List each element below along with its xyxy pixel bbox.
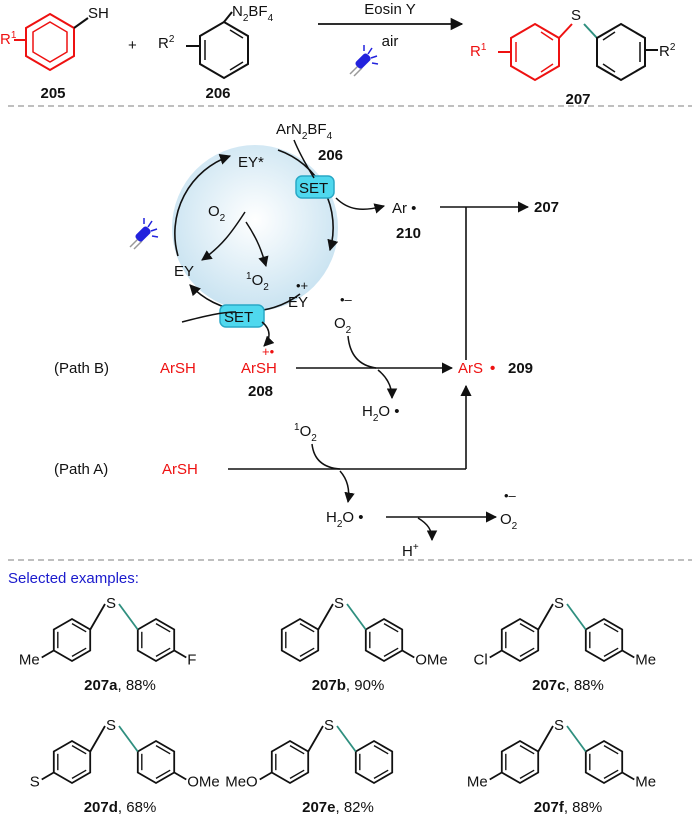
mechanism-diagram: EY* EY EY •+ O2 1O2 SET SET ArN2BF4 206 … <box>54 121 559 560</box>
hydroperoxyl-label-a: H2O • <box>326 509 364 530</box>
example-sulfur-label: S <box>554 717 564 734</box>
example-sulfur-label: S <box>554 595 564 612</box>
example-207a: S Me F 207a, 88% <box>19 595 197 694</box>
compound-206-label: 206 <box>205 85 230 102</box>
product-r1-label: R1 <box>470 42 487 60</box>
product-sulfur-label: S <box>571 7 581 24</box>
aryl-radical-out-arrow <box>335 197 386 214</box>
superoxide-product-charge: •– <box>504 488 517 503</box>
example-label: 207d, 68% <box>84 799 157 816</box>
set-highlight-top <box>295 175 335 199</box>
thiol-structure-205: SH R1 <box>0 5 109 72</box>
path-a-singlet-oxygen-label: 1O2 <box>294 422 317 444</box>
product-r2-label: R2 <box>659 42 676 60</box>
example-right-substituent: OMe <box>187 774 220 791</box>
compound-208-label: 208 <box>248 383 273 400</box>
aryl-radical-label: Ar • <box>392 200 416 217</box>
thiol-radical-cation-charge: +• <box>262 344 275 359</box>
example-left-substituent: Me <box>467 774 488 791</box>
mechanism-207-label: 207 <box>534 199 559 216</box>
thiol-sh-label: SH <box>88 5 109 22</box>
superoxide-label: O2 <box>334 315 352 336</box>
example-left-substituent: Me <box>19 652 40 669</box>
mechanism-diazonium-label: ArN2BF4 <box>276 121 333 142</box>
path-b-thiol-label: ArSH <box>160 360 196 377</box>
singlet-oxygen-in-arrow <box>311 443 341 470</box>
reagent-air: air <box>382 33 399 50</box>
example-207b: S OMe 207b, 90% <box>280 595 448 694</box>
example-207c: S Cl Me 207c, 88% <box>474 595 657 694</box>
example-right-substituent: F <box>187 652 196 669</box>
reaction-equation: SH R1 205 + N2BF4 R2 206 Eosin Y air <box>0 1 676 108</box>
example-207e: S MeO 207e, 82% <box>225 717 394 816</box>
example-sulfur-label: S <box>324 717 334 734</box>
eosin-excited-label: EY* <box>238 154 264 171</box>
product-structure-207: S R1 R2 <box>470 7 676 82</box>
hydroperoxyl-out-arrow-b <box>377 369 398 400</box>
eosin-ground-label: EY <box>174 263 194 280</box>
example-sulfur-label: S <box>106 595 116 612</box>
example-right-substituent: Me <box>635 774 656 791</box>
cycle-arc-ey-to-ey-star <box>174 154 232 257</box>
path-b-label: (Path B) <box>54 360 109 377</box>
example-207d: S S OMe 207d, 68% <box>30 717 220 816</box>
diazonium-r2-label: R2 <box>158 34 175 52</box>
compound-209-label: 209 <box>508 360 533 377</box>
example-left-substituent: S <box>30 774 40 791</box>
diazonium-structure-206: N2BF4 R2 <box>158 3 274 80</box>
oxygen-to-ey-arrow <box>201 211 246 261</box>
compound-210-label: 210 <box>396 225 421 242</box>
thiol-radical-cation-label: ArSH <box>241 360 277 377</box>
example-left-substituent: MeO <box>225 774 258 791</box>
compound-207-label: 207 <box>565 91 590 108</box>
thiyl-radical-label: ArS <box>458 360 483 377</box>
set-label-bottom: SET <box>224 309 253 326</box>
compound-205-label: 205 <box>40 85 65 102</box>
diazonium-n2bf4-label: N2BF4 <box>232 3 274 24</box>
blue-light-lamp-icon <box>129 217 159 250</box>
examples-heading: Selected examples: <box>8 570 139 587</box>
hydroperoxyl-label-b: H2O • <box>362 403 400 424</box>
diazonium-in-arrow <box>293 139 315 179</box>
example-right-substituent: OMe <box>415 652 448 669</box>
thiol-to-set-arrow <box>181 311 237 323</box>
singlet-oxygen-label: 1O2 <box>246 271 269 293</box>
set-to-radical-cation-arrow <box>261 321 275 347</box>
example-label: 207e, 82% <box>302 799 374 816</box>
proton-release-arrow <box>417 517 438 542</box>
path-a-label: (Path A) <box>54 461 108 478</box>
superoxide-charge: •– <box>340 292 353 307</box>
path-a-thiol-label: ArSH <box>162 461 198 478</box>
plus-sign: + <box>128 37 137 54</box>
example-sulfur-label: S <box>334 595 344 612</box>
hydroperoxyl-out-arrow-a <box>339 470 355 504</box>
blue-light-lamp-icon <box>349 44 379 77</box>
example-label: 207c, 88% <box>532 677 604 694</box>
mechanism-206-label: 206 <box>318 147 343 164</box>
example-label: 207a, 88% <box>84 677 156 694</box>
reagent-eosin-y: Eosin Y <box>364 1 415 18</box>
proton-label: H+ <box>402 542 419 560</box>
eosin-radical-cation-label: EY <box>288 294 308 311</box>
superoxide-product-label: O2 <box>500 511 518 532</box>
set-label-top: SET <box>299 180 328 197</box>
singlet-oxygen-arrow <box>245 221 269 268</box>
superoxide-in-arrow <box>347 335 377 369</box>
thiyl-radical-dot: • <box>490 360 495 377</box>
example-right-substituent: Me <box>635 652 656 669</box>
example-sulfur-label: S <box>106 717 116 734</box>
example-label: 207b, 90% <box>312 677 385 694</box>
thiol-r1-label: R1 <box>0 30 17 48</box>
eosin-radical-cation-charge: •+ <box>296 278 308 293</box>
example-left-substituent: Cl <box>474 652 488 669</box>
set-highlight-bottom <box>219 304 265 328</box>
oxygen-label: O2 <box>208 203 226 224</box>
example-207f: S Me Me 207f, 88% <box>467 717 656 816</box>
example-label: 207f, 88% <box>534 799 602 816</box>
